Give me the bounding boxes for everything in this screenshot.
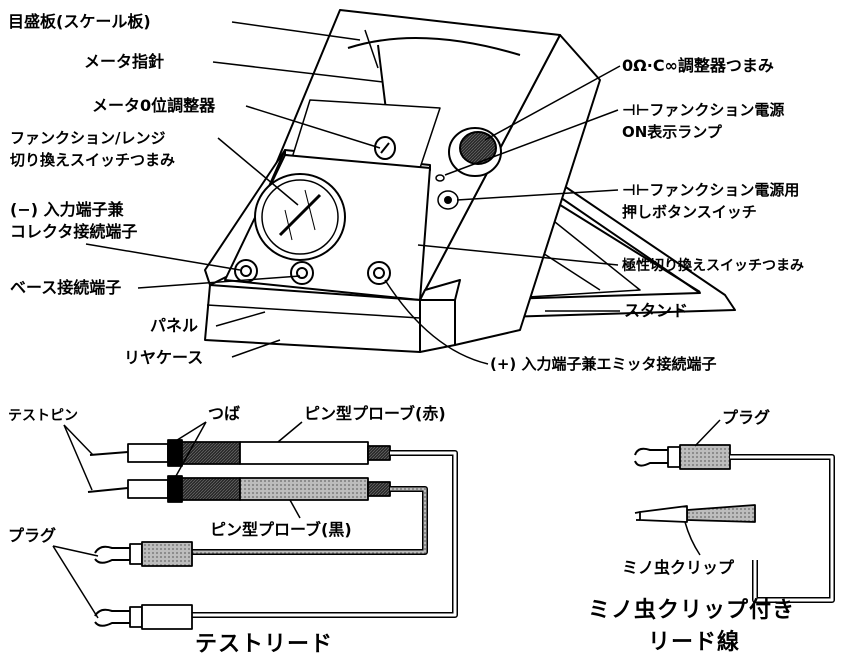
label-on-lamp-2: ON表示ランプ <box>622 123 722 141</box>
label-on-lamp-1: ⊣⊢ファンクション電源 <box>622 101 785 119</box>
label-stand: スタンド <box>624 301 689 320</box>
label-meter-pointer: メータ指針 <box>84 52 165 71</box>
terminal-base <box>290 261 314 285</box>
plug-black <box>94 541 193 567</box>
probe-red <box>89 439 391 467</box>
label-ohm-adjust-knob: 0Ω·C∞調整器つまみ <box>622 56 774 75</box>
ohm-adjust-knob <box>448 127 502 177</box>
caption-clip-lead-1: ミノ虫クリップ付き <box>588 598 796 623</box>
label-alligator-clip: ミノ虫クリップ <box>622 558 735 577</box>
label-function-switch-2: 切り換えスイッチつまみ <box>10 151 176 169</box>
label-probe-black: ピン型プローブ(黒) <box>210 520 352 539</box>
clip-lead-leader-lines <box>684 419 721 556</box>
meter-leader-lines <box>85 21 621 365</box>
label-polarity-switch: 極性切り換えスイッチつまみ <box>622 258 804 274</box>
label-pos-terminal: (+) 入力端子兼エミッタ接続端子 <box>490 355 717 373</box>
test-leads-illustration <box>87 439 458 630</box>
lower-case <box>204 279 461 353</box>
test-lead-leader-lines <box>52 421 303 619</box>
label-test-pin: テストピン <box>8 408 78 424</box>
front-panel <box>204 149 431 301</box>
label-push-switch-1: ⊣⊢ファンクション電源用 <box>622 181 800 199</box>
label-neg-terminal-2: コレクタ接続端子 <box>10 222 138 241</box>
label-guard: つば <box>208 404 241 423</box>
alligator-clip <box>634 504 756 523</box>
label-panel: パネル <box>150 316 199 335</box>
clip-lead-plug <box>634 444 731 470</box>
plug-red <box>94 604 193 630</box>
label-zero-adjuster: メータ0位調整器 <box>92 96 216 115</box>
label-scale-plate: 目盛板(スケール板) <box>8 12 151 31</box>
multimeter-illustration <box>204 9 736 353</box>
label-rear-case: リヤケース <box>124 348 204 367</box>
label-clip-plug: プラグ <box>722 408 771 427</box>
terminal-neg <box>234 259 258 283</box>
label-base-terminal: ベース接続端子 <box>10 278 122 297</box>
clip-lead-illustration <box>634 444 835 603</box>
label-plug-leads: プラグ <box>8 526 57 545</box>
caption-clip-lead-2: リード線 <box>648 630 741 655</box>
terminal-pos <box>367 261 391 285</box>
label-neg-terminal-1: (−) 入力端子兼 <box>10 200 124 219</box>
meter-pointer-line <box>377 44 387 111</box>
probe-black <box>87 475 391 503</box>
label-probe-red: ピン型プローブ(赤) <box>304 404 446 423</box>
label-push-switch-2: 押しボタンスイッチ <box>622 203 757 221</box>
label-function-switch-1: ファンクション/レンジ <box>10 129 166 147</box>
caption-test-leads: テストリード <box>195 632 334 657</box>
